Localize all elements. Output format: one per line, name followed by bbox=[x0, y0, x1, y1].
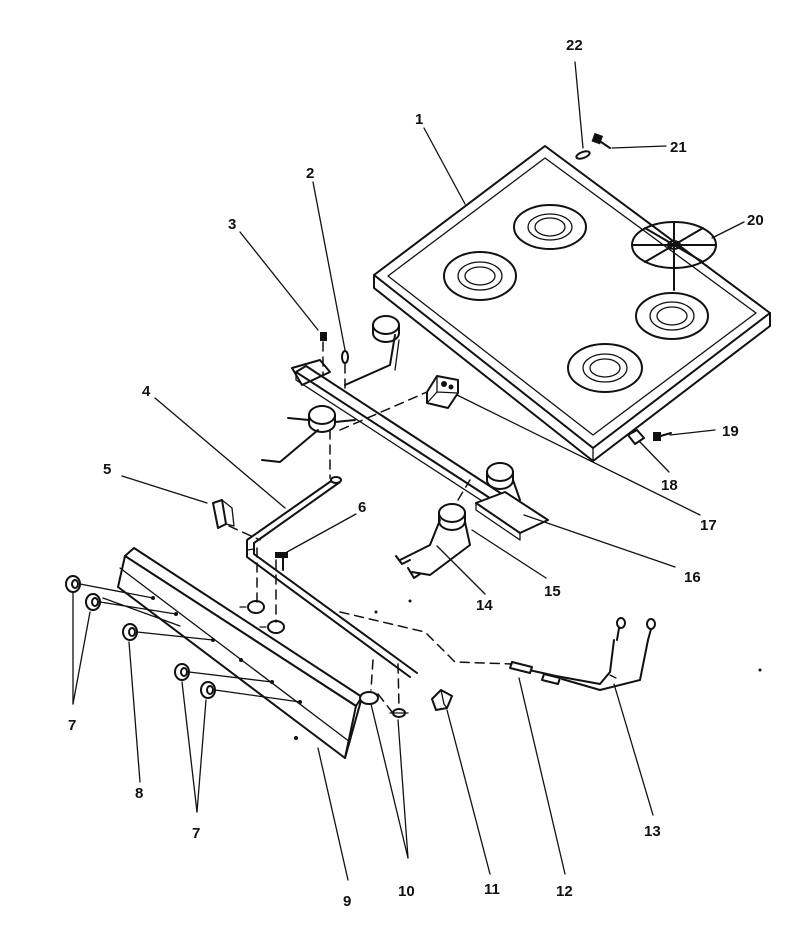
top-clip bbox=[575, 150, 591, 160]
valve-1 bbox=[239, 600, 265, 614]
pipe-union bbox=[509, 661, 561, 685]
callout-11: 11 bbox=[484, 881, 500, 898]
callout-18: 18 bbox=[661, 477, 678, 494]
shutoff-valve bbox=[431, 689, 453, 711]
pipe-fitting-1 bbox=[616, 617, 626, 641]
callout-10: 10 bbox=[398, 883, 415, 900]
cooktop-top bbox=[373, 145, 771, 462]
burner-well-front-left bbox=[567, 343, 643, 393]
callout-2: 2 bbox=[306, 165, 314, 182]
knob-2 bbox=[85, 593, 101, 611]
burner-head-front bbox=[438, 503, 466, 531]
callout-8: 8 bbox=[135, 785, 143, 802]
knob-shafts bbox=[79, 583, 301, 703]
spring-clip bbox=[341, 350, 349, 364]
burner-grate bbox=[631, 221, 717, 291]
callout-16: 16 bbox=[684, 569, 701, 586]
callout-labels: 1 2 3 4 5 6 7 8 7 9 10 11 12 13 14 15 16… bbox=[68, 37, 764, 910]
burner-head-left bbox=[261, 405, 356, 463]
knob-5 bbox=[200, 681, 216, 699]
spark-module bbox=[426, 375, 459, 409]
knob-3 bbox=[122, 623, 138, 641]
burner-tube-right bbox=[407, 521, 471, 579]
switch-bracket bbox=[627, 429, 645, 445]
assembly-lines bbox=[228, 341, 513, 713]
callout-22: 22 bbox=[566, 37, 583, 54]
callout-14: 14 bbox=[476, 597, 493, 614]
supply-pipe bbox=[519, 639, 649, 691]
manifold-screw bbox=[275, 552, 288, 571]
callout-5: 5 bbox=[103, 461, 111, 478]
bracket-screw bbox=[653, 432, 672, 441]
burner-well-back-right bbox=[513, 204, 587, 250]
pipe-fitting-2 bbox=[646, 618, 656, 641]
gas-manifold bbox=[246, 476, 418, 678]
callout-3: 3 bbox=[228, 216, 236, 233]
callout-6: 6 bbox=[358, 499, 366, 516]
valve-3 bbox=[359, 691, 379, 705]
callout-4: 4 bbox=[142, 383, 151, 400]
knob-1 bbox=[65, 575, 81, 593]
callout-15: 15 bbox=[544, 583, 561, 600]
callout-21: 21 bbox=[670, 139, 687, 156]
valve-4 bbox=[389, 708, 409, 718]
control-panel bbox=[117, 547, 363, 759]
callout-20: 20 bbox=[747, 212, 764, 229]
callout-17: 17 bbox=[700, 517, 717, 534]
small-nut bbox=[320, 332, 327, 341]
callout-7-left: 7 bbox=[68, 717, 76, 734]
callout-9: 9 bbox=[343, 893, 351, 910]
callout-12: 12 bbox=[556, 883, 573, 900]
leader-lines bbox=[72, 61, 745, 881]
callout-1: 1 bbox=[415, 111, 423, 128]
burner-head-rear bbox=[344, 315, 400, 386]
top-screw bbox=[591, 132, 611, 149]
callout-13: 13 bbox=[644, 823, 661, 840]
burner-tube-left bbox=[395, 519, 441, 565]
front-burner-bar bbox=[475, 491, 549, 541]
misc-fasteners bbox=[374, 599, 762, 672]
manifold-bracket bbox=[212, 499, 235, 529]
callout-19: 19 bbox=[722, 423, 739, 440]
knob-4 bbox=[174, 663, 190, 681]
burner-head-right bbox=[486, 462, 521, 513]
burner-base-bar bbox=[291, 359, 506, 511]
burner-well-front-right bbox=[635, 292, 709, 340]
valve-2 bbox=[259, 620, 285, 634]
burner-well-back-left bbox=[443, 251, 517, 301]
callout-7-center: 7 bbox=[192, 825, 200, 842]
